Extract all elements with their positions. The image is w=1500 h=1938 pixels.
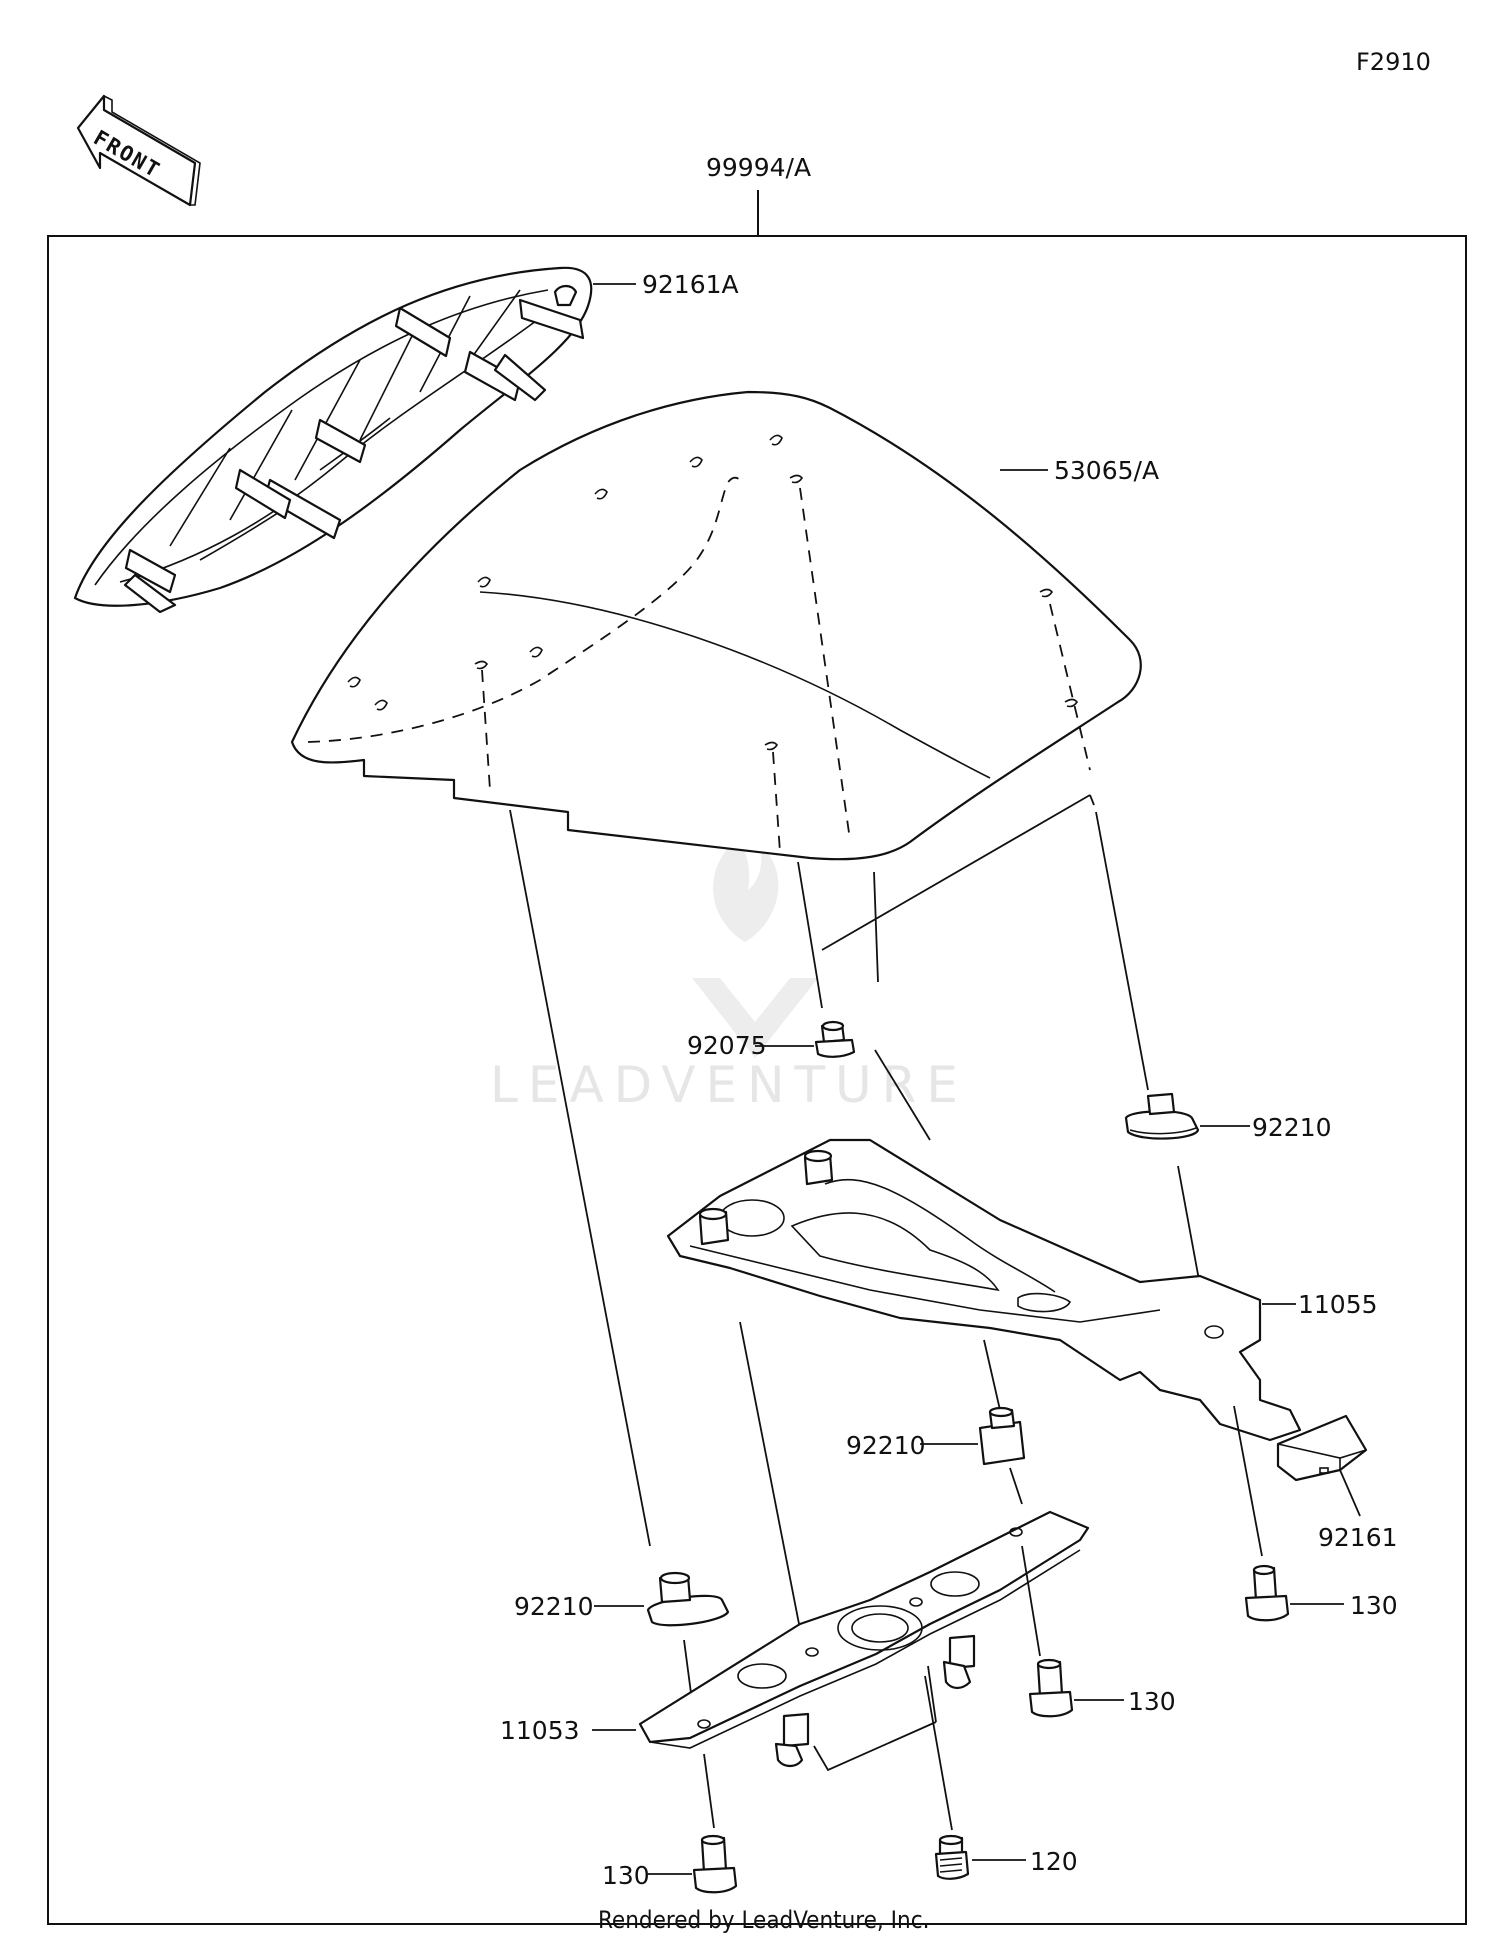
screw-line <box>797 861 823 1009</box>
screw-92075 <box>814 1020 856 1058</box>
part-bolt-center: 130 <box>1128 1687 1176 1716</box>
part-bolt-left: 130 <box>602 1861 650 1890</box>
screw-bundle-leader <box>821 794 1095 951</box>
center-line-a <box>873 871 879 983</box>
bolt-small <box>934 1834 970 1880</box>
part-pad: 92161 <box>1318 1523 1398 1552</box>
bolt-left-line <box>703 1753 715 1829</box>
part-nut-middle: 92210 <box>846 1431 926 1460</box>
part-grip-rail: 92161A <box>642 270 739 299</box>
svg-text:LEADVENTURE: LEADVENTURE <box>490 1056 968 1114</box>
bracket-bottom <box>638 1510 1090 1768</box>
nut-right <box>1124 1092 1200 1140</box>
figure-code: F2910 <box>1356 48 1431 76</box>
part-bracket-bottom: 11053 <box>500 1716 580 1745</box>
part-nut-left: 92210 <box>514 1592 594 1621</box>
part-screw-top: 92075 <box>687 1031 767 1060</box>
bolt-center <box>1028 1658 1074 1718</box>
part-kit: 99994/A <box>706 153 811 182</box>
part-bolt-small: 120 <box>1030 1847 1078 1876</box>
bolt-right-line <box>1233 1405 1263 1557</box>
nut-middle <box>978 1406 1026 1466</box>
footer-credit: Rendered by LeadVenture, Inc. <box>598 1906 929 1934</box>
small-bolt-line <box>924 1675 953 1831</box>
part-seat-cover: 53065/A <box>1054 456 1159 485</box>
pad-leader <box>1339 1469 1361 1517</box>
nut-left <box>646 1571 730 1627</box>
small-bolt-bundle <box>813 1665 937 1772</box>
seat-cover <box>290 390 1142 861</box>
right-long-line <box>1095 811 1149 1091</box>
center-line-b <box>874 1049 931 1141</box>
bolt-right <box>1244 1564 1290 1622</box>
nut-middle-line <box>983 1339 1001 1411</box>
left-long-line <box>509 809 651 1547</box>
bracket-link-line <box>739 1321 809 1671</box>
bolt-center-line <box>1021 1545 1041 1657</box>
bracket-top <box>666 1138 1302 1442</box>
front-arrow-icon: FRONT <box>76 94 201 207</box>
part-bracket-top: 11055 <box>1298 1290 1378 1319</box>
part-nut-right: 92210 <box>1252 1113 1332 1142</box>
part-bolt-right: 130 <box>1350 1591 1398 1620</box>
bolt-left <box>692 1834 738 1894</box>
watermark-logo: LEADVENTURE <box>490 838 968 1114</box>
kit-frame <box>47 235 1467 1925</box>
grip-rail <box>73 266 593 614</box>
nut-middle-drop <box>1009 1467 1023 1505</box>
